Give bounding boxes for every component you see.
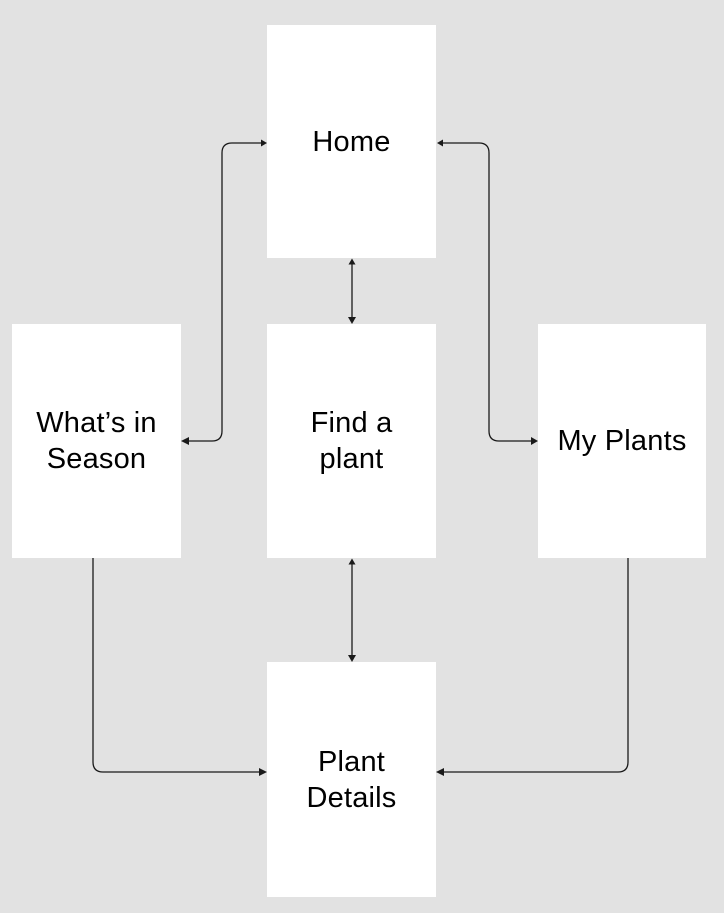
arrowhead-into-find-a-plant: [348, 317, 356, 324]
node-find-a-plant[interactable]: Find a plant: [267, 324, 436, 558]
node-my-plants[interactable]: My Plants: [538, 324, 706, 558]
arrowhead-into-find-a-plant-bottom: [348, 558, 356, 565]
arrowhead-into-plant-details-top: [348, 655, 356, 662]
arrowhead-into-plant-details-left: [259, 768, 267, 776]
arrowhead-into-whats-in-season: [181, 437, 189, 445]
edge-my-plants-plant-details: [436, 558, 629, 776]
arrowhead-into-home-bottom: [348, 258, 356, 265]
node-home-label: Home: [312, 125, 391, 158]
edge-home-find-a-plant: [348, 258, 356, 324]
edge-find-a-plant-plant-details: [348, 558, 356, 662]
edge-whats-in-season-plant-details: [92, 558, 267, 776]
node-whats-in-season[interactable]: What’s in Season: [12, 324, 181, 558]
node-whats-in-season-label: What’s in Season: [36, 407, 157, 475]
node-plant-details-label: Plant Details: [306, 745, 397, 814]
node-home[interactable]: Home: [267, 25, 436, 258]
arrowhead-into-plant-details-right: [436, 768, 444, 776]
node-find-a-plant-label: Find a plant: [310, 407, 393, 475]
node-plant-details[interactable]: Plant Details: [267, 662, 436, 897]
node-my-plants-label: My Plants: [557, 425, 687, 457]
edge-home-whats-in-season: [181, 139, 267, 445]
arrowhead-into-home-left: [261, 139, 267, 147]
edge-home-my-plants: [437, 139, 538, 445]
arrowhead-into-my-plants: [531, 437, 538, 445]
arrowhead-into-home-right: [437, 139, 443, 147]
